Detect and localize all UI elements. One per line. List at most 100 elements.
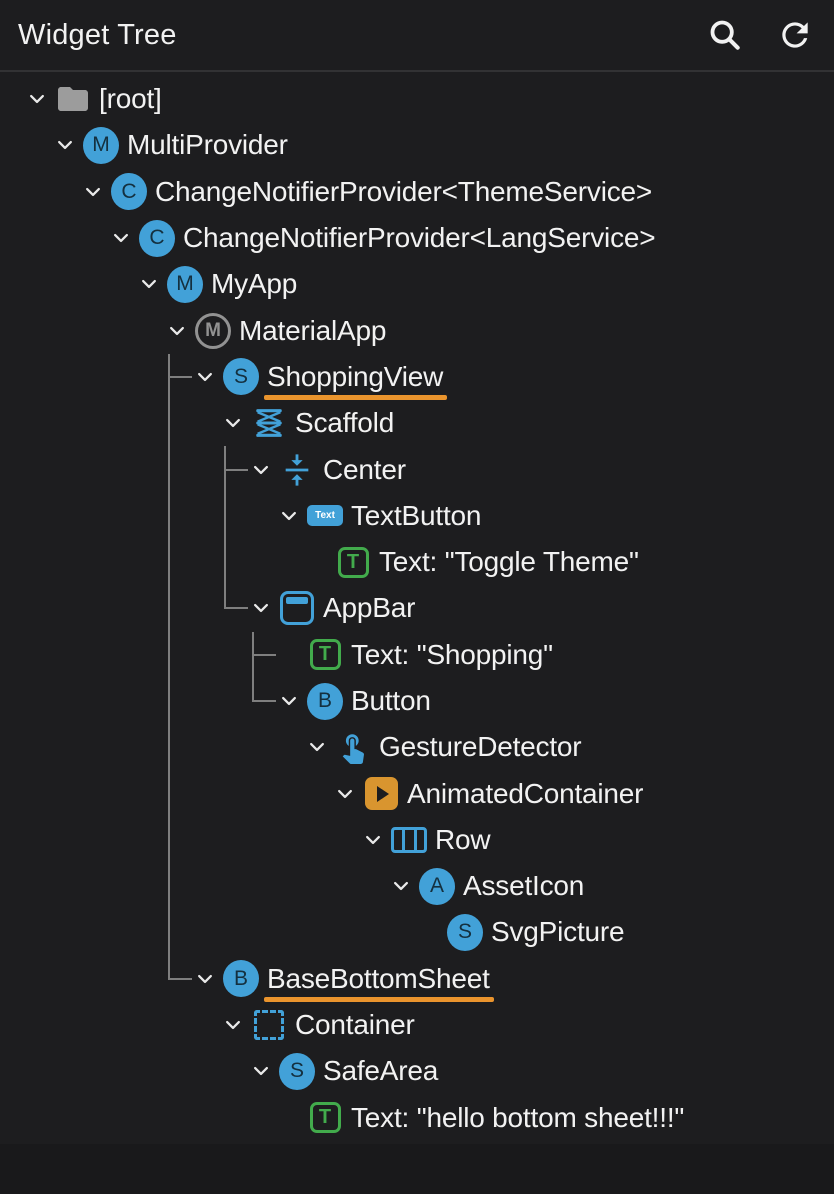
- letter-b-circle-icon: B: [223, 958, 259, 1000]
- tree-node-label: MultiProvider: [127, 129, 288, 161]
- chevron-down-icon[interactable]: [195, 968, 215, 990]
- tree-node-label: Row: [435, 823, 491, 855]
- chevron-down-icon[interactable]: [167, 320, 187, 342]
- chevron-down-icon[interactable]: [27, 88, 47, 110]
- search-icon: [706, 16, 744, 54]
- tree-guide-line: [224, 446, 226, 610]
- icon-letter: A: [429, 874, 444, 898]
- chevron-down-icon[interactable]: [139, 273, 159, 295]
- tree-node-appbar[interactable]: AppBar: [0, 585, 834, 631]
- align-center-icon: [279, 449, 315, 491]
- icon-letter: T: [318, 643, 332, 666]
- icon-letter: S: [233, 364, 248, 388]
- letter-s-circle-icon: S: [447, 911, 483, 953]
- tree-guide-tick: [168, 977, 192, 980]
- icon-letter: Text: [315, 510, 335, 522]
- chevron-down-icon[interactable]: [55, 134, 75, 156]
- tree-node-container[interactable]: Container: [0, 1002, 834, 1048]
- tree-node-gesturedetector[interactable]: GestureDetector: [0, 724, 834, 770]
- tree-node-text-hello-bottom-sheet[interactable]: T Text: "hello bottom sheet!!!": [0, 1095, 834, 1141]
- tree-node-label: ChangeNotifierProvider<LangService>: [183, 222, 656, 254]
- tree-node-center[interactable]: Center: [0, 446, 834, 492]
- refresh-button[interactable]: [774, 14, 816, 56]
- tree-node-label: Button: [351, 685, 431, 716]
- tree-node-label: GestureDetector: [379, 731, 582, 763]
- icon-letter: S: [457, 920, 472, 944]
- chevron-down-icon[interactable]: [223, 412, 243, 434]
- chevron-placeholder: [419, 921, 439, 943]
- chevron-down-icon[interactable]: [307, 736, 327, 758]
- tree-node-label: Center: [323, 453, 406, 485]
- tree-node-label: SafeArea: [323, 1055, 439, 1087]
- chevron-down-icon[interactable]: [335, 783, 355, 805]
- play-icon: [363, 773, 399, 815]
- letter-m-circle-icon: M: [83, 124, 119, 166]
- chevron-down-icon[interactable]: [223, 1014, 243, 1036]
- tree-node-label: Scaffold: [295, 407, 395, 439]
- tree-node-label: AnimatedContainer: [407, 777, 644, 809]
- tree-node-scaffold[interactable]: Scaffold: [0, 400, 834, 446]
- touch-gesture-icon: [335, 726, 371, 768]
- letter-s-circle-icon: S: [279, 1050, 315, 1092]
- tree-node-button[interactable]: B Button: [0, 678, 834, 724]
- tree-node-label: MyApp: [211, 268, 298, 300]
- tree-guide-tick: [168, 375, 192, 378]
- chevron-down-icon[interactable]: [251, 1060, 271, 1082]
- folder-icon: [55, 78, 91, 120]
- letter-m-circle-icon: M: [167, 263, 203, 305]
- panel-title: Widget Tree: [18, 18, 177, 51]
- chevron-down-icon[interactable]: [363, 829, 383, 851]
- chevron-down-icon[interactable]: [195, 366, 215, 388]
- chevron-placeholder: [307, 551, 327, 573]
- tree-node-row[interactable]: Row: [0, 817, 834, 863]
- tree-node-label: Text: "hello bottom sheet!!!": [351, 1101, 685, 1133]
- tree-node-label: Text: "Shopping": [351, 638, 553, 670]
- icon-letter: T: [318, 1106, 332, 1129]
- tree-node-shoppingview[interactable]: S ShoppingView: [0, 354, 834, 400]
- icon-letter: B: [317, 689, 332, 712]
- tree-node-animatedcontainer[interactable]: AnimatedContainer: [0, 770, 834, 816]
- tree-node-label: TextButton: [351, 499, 482, 531]
- icon-letter: T: [346, 550, 360, 573]
- chevron-down-icon[interactable]: [251, 597, 271, 619]
- dashed-container-icon: [251, 1004, 287, 1046]
- row-layout-icon: [391, 819, 427, 861]
- refresh-icon: [776, 16, 814, 54]
- tree-node-materialapp[interactable]: M MaterialApp: [0, 307, 834, 353]
- chevron-down-icon[interactable]: [279, 505, 299, 527]
- tree-node-label: ChangeNotifierProvider<ThemeService>: [155, 175, 653, 207]
- panel-header: Widget Tree: [0, 0, 834, 72]
- chevron-down-icon[interactable]: [391, 875, 411, 897]
- icon-letter: M: [205, 319, 221, 341]
- chevron-down-icon[interactable]: [83, 181, 103, 203]
- letter-s-circle-icon: S: [223, 356, 259, 398]
- tree-node-root[interactable]: [root]: [0, 76, 834, 122]
- tree-guide-tick: [252, 700, 276, 703]
- text-widget-icon: T: [307, 634, 343, 676]
- tree-guide-line: [252, 631, 254, 703]
- chevron-down-icon[interactable]: [251, 459, 271, 481]
- chevron-down-icon[interactable]: [279, 690, 299, 712]
- tree-guide-tick: [224, 607, 248, 610]
- tree-node-label: AppBar: [323, 592, 416, 624]
- tree-node-text-shopping[interactable]: T Text: "Shopping": [0, 632, 834, 678]
- scaffold-icon: [251, 402, 287, 444]
- chevron-down-icon[interactable]: [111, 227, 131, 249]
- tree-node-textbutton[interactable]: Text TextButton: [0, 493, 834, 539]
- letter-c-circle-icon: C: [111, 171, 147, 213]
- tree-node-label: MaterialApp: [239, 314, 387, 346]
- tree-node-label: ShoppingView: [263, 360, 448, 400]
- letter-a-circle-icon: A: [419, 865, 455, 907]
- search-button[interactable]: [704, 14, 746, 56]
